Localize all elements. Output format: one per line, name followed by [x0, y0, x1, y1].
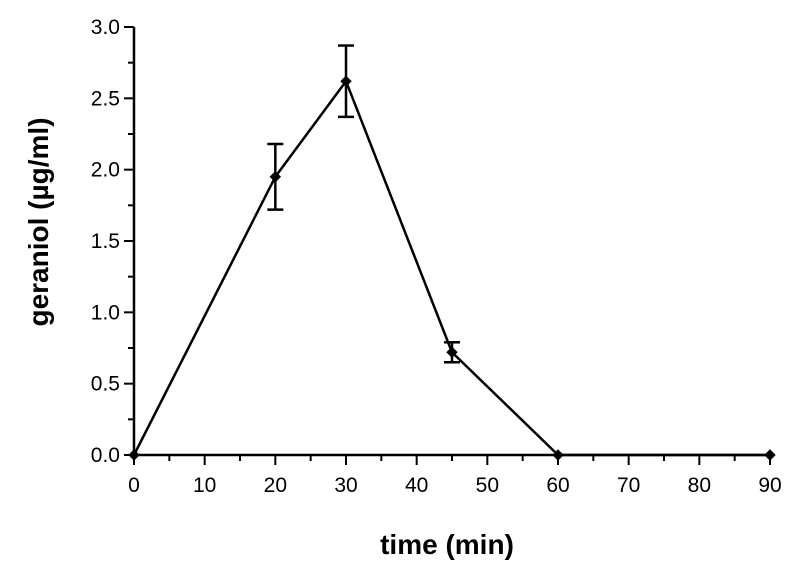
x-tick-label: 10 [193, 474, 216, 497]
y-tick-label: 2.0 [91, 159, 120, 182]
y-tick-label: 3.0 [91, 16, 120, 39]
y-tick-label: 0.5 [91, 373, 120, 396]
x-tick-label: 60 [546, 474, 569, 497]
data-point [340, 75, 352, 87]
x-tick-label: 80 [688, 474, 711, 497]
error-bars [267, 44, 460, 364]
x-tick-label: 70 [617, 474, 640, 497]
y-tick-label: 0.0 [91, 444, 120, 467]
x-tick-label: 40 [405, 474, 428, 497]
y-tick-label: 1.5 [91, 230, 120, 253]
y-axis-title: geraniol (µg/ml) [23, 117, 54, 326]
x-tick-label: 90 [758, 474, 781, 497]
data-point [552, 449, 564, 461]
x-tick-label: 30 [334, 474, 357, 497]
data-points [128, 75, 776, 461]
y-tick-label: 2.5 [91, 87, 120, 110]
ticks: 0 10 20 30 40 50 60 70 80 90 0.0 0.5 1.0 1.5 2.0 2.5 3.0 [91, 16, 782, 497]
series-line [132, 79, 770, 457]
data-point [269, 171, 282, 183]
x-tick-label: 0 [128, 474, 140, 497]
x-axis-title: time (min) [380, 529, 514, 560]
data-point [764, 449, 776, 461]
x-tick-label: 20 [264, 474, 287, 497]
y-tick-label: 1.0 [91, 301, 120, 324]
x-tick-label: 50 [476, 474, 499, 497]
axes [132, 27, 770, 457]
data-point [128, 449, 140, 461]
series-path [132, 79, 770, 457]
data-point [446, 346, 458, 358]
